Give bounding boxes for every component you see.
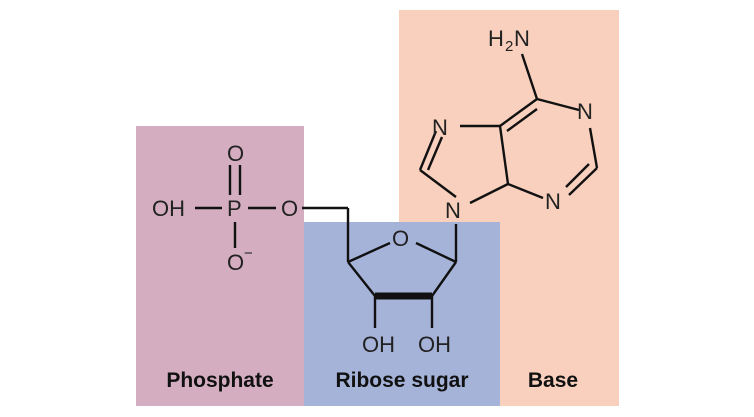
c2-n3-double-bond	[565, 163, 590, 188]
amine-n-label: N	[514, 26, 530, 51]
c5-c4-bond	[498, 125, 510, 185]
c4-ring-o-bond	[347, 241, 391, 264]
n3-c4-bond	[507, 182, 544, 200]
phosphate-oh-label: OH	[152, 196, 185, 221]
amine-h-label: H	[488, 26, 504, 51]
c2-n3-bond	[568, 167, 598, 196]
phosphorus-label: P	[227, 196, 242, 221]
negative-charge-label: −	[244, 245, 253, 262]
phosphate-group: OH P O O − O	[152, 141, 348, 275]
c2-c1-bond	[431, 261, 457, 297]
c8-n7-bond	[418, 130, 438, 171]
c2-hydroxyl-label: OH	[418, 332, 451, 357]
c6-amine-bond	[520, 53, 539, 100]
adenine-base: N N N N H 2 N	[418, 26, 599, 223]
c4-n9-bond	[469, 182, 509, 205]
phosphate-label: Phosphate	[166, 369, 273, 392]
c6-n1-bond	[536, 97, 580, 112]
amine-group-label: H 2 N	[488, 26, 530, 55]
ring-o-c1-bond	[415, 241, 457, 264]
c8-n7-double-bond	[426, 136, 444, 171]
ribose-sugar-label: Ribose sugar	[335, 369, 468, 392]
ribose-region	[304, 222, 500, 406]
n9-c8-bond	[419, 169, 457, 198]
c5-c6-bond	[499, 98, 538, 127]
n1-label: N	[577, 99, 593, 124]
bridge-oxygen-label: O	[281, 196, 298, 221]
c5-c6-double-bond	[506, 108, 538, 132]
n3-label: N	[545, 189, 561, 214]
double-bond-oxygen-label: O	[227, 141, 244, 166]
n7-label: N	[432, 115, 448, 140]
phosphate-region	[136, 126, 304, 406]
n9-label: N	[445, 198, 461, 223]
negative-oxygen-label: O	[227, 250, 244, 275]
c4-c3-bond	[347, 261, 376, 297]
ribose-ring: O OH OH	[346, 208, 458, 357]
c3-hydroxyl-label: OH	[362, 332, 395, 357]
amine-subscript-label: 2	[505, 38, 513, 55]
ring-oxygen-label: O	[392, 226, 409, 251]
base-label: Base	[528, 369, 578, 392]
n1-c2-bond	[588, 127, 599, 169]
